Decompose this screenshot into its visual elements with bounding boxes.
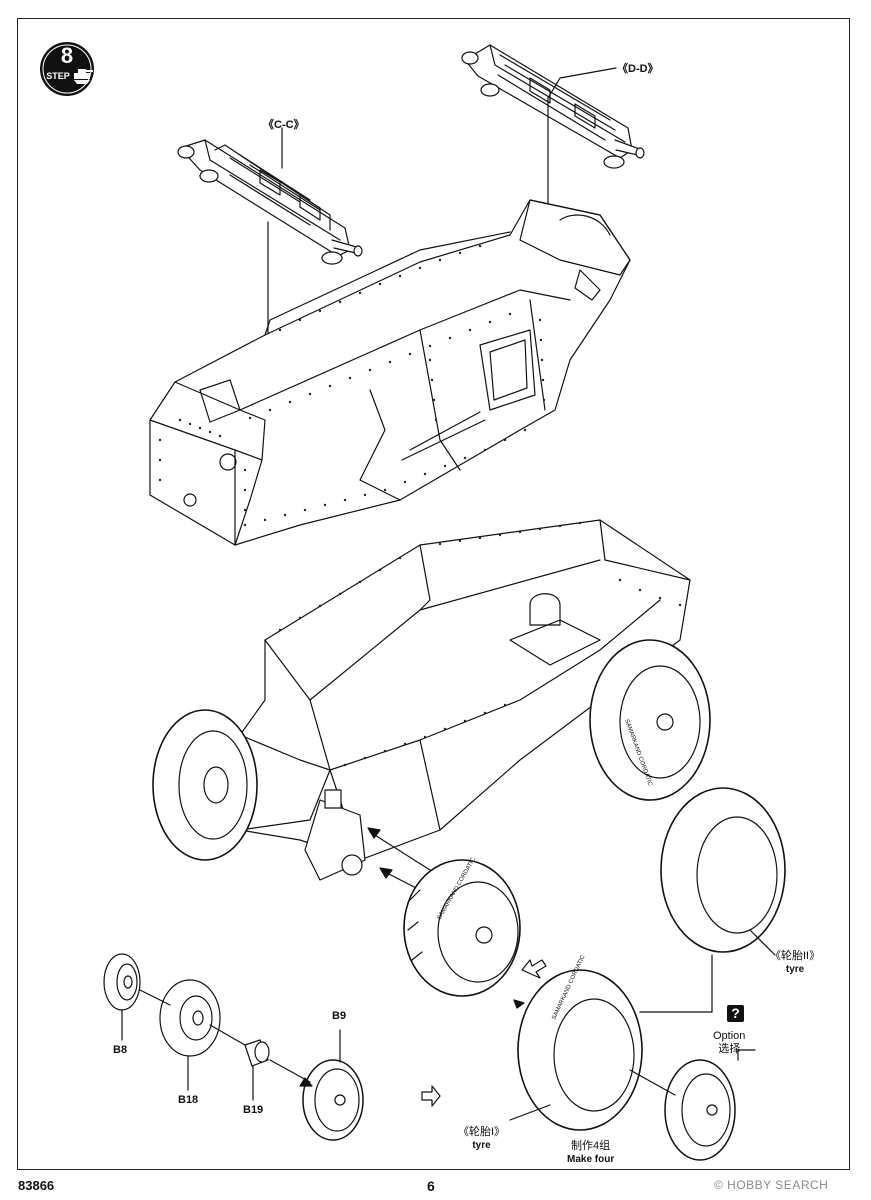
page-border	[17, 18, 850, 1170]
tyre-upper-en: tyre	[785, 964, 805, 975]
step-word: STEP	[46, 71, 70, 81]
arrow-tyre-lower	[513, 999, 525, 1009]
arrow-axle	[367, 827, 393, 879]
suspension-cc-drawing	[177, 139, 363, 265]
option-label: Option 选择	[713, 1030, 745, 1056]
tyre-lower-label: 《轮胎I》 tyre	[458, 1126, 505, 1152]
tyre-upper-drawing	[660, 787, 786, 953]
part-label-b8: B8	[113, 1044, 128, 1056]
step-number: 8	[60, 43, 74, 68]
page-number: 6	[427, 1178, 435, 1194]
leader-axle-2	[384, 871, 421, 891]
part-label-b18: B18	[178, 1094, 199, 1106]
option-cn: 选择	[718, 1043, 741, 1055]
step-badge-icon	[40, 42, 94, 96]
callout-d-d: 《D-D》	[617, 63, 659, 75]
tyre-lower-en: tyre	[472, 1140, 491, 1151]
step-badge: 8 STEP	[38, 40, 96, 98]
option-en: Option	[713, 1030, 746, 1042]
lower-hull-drawing	[152, 519, 711, 881]
part-label-b19: B19	[243, 1104, 264, 1116]
product-code: 83866	[18, 1178, 55, 1193]
callout-c-c: 《C-C》	[263, 119, 305, 131]
leader-b18-b19	[209, 1024, 246, 1046]
tyre-lower-cn: 《轮胎I》	[458, 1126, 506, 1138]
leader-b19-b9	[269, 1059, 311, 1083]
part-label-b9: B9	[332, 1010, 347, 1022]
tyre-lower-drawing	[517, 969, 736, 1161]
watermark: © HOBBY SEARCH	[714, 1178, 829, 1192]
option-bracket-upper	[639, 954, 713, 1013]
tyre-upper-label: 《轮胎II》 tyre	[770, 950, 820, 976]
option-bracket-mark	[737, 1049, 756, 1061]
leader-b8-b18	[139, 989, 171, 1006]
upper-hull-drawing	[149, 199, 631, 546]
option-question-icon: ?	[727, 1005, 744, 1022]
hollow-arrow-right	[421, 1085, 441, 1107]
leader-dd	[547, 67, 617, 99]
leader-axle-1	[369, 831, 431, 871]
make-four-cn: 制作4组	[571, 1140, 611, 1152]
leader-tyre-lower	[509, 1104, 551, 1121]
hollow-arrow-up	[521, 959, 547, 979]
front-wheel-drawing	[403, 859, 521, 997]
wheel-parts-drawing	[103, 953, 364, 1141]
leader-tyre-upper	[749, 929, 776, 956]
arrow-b9	[299, 1077, 313, 1087]
make-four-label: 制作4组 Make four	[567, 1140, 614, 1166]
make-four-en: Make four	[567, 1154, 615, 1165]
tyre-upper-cn: 《轮胎II》	[770, 950, 821, 962]
leader-hub	[629, 1069, 676, 1096]
